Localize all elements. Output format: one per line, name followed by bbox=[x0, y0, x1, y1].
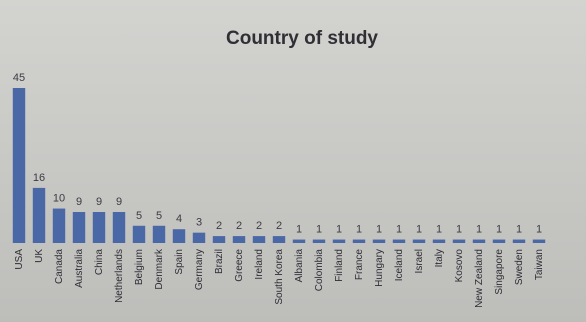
bar-netherlands bbox=[112, 212, 126, 243]
value-label: 2 bbox=[216, 220, 222, 232]
bar-brazil bbox=[212, 236, 226, 243]
bar-finland bbox=[332, 239, 346, 243]
bar-hungary bbox=[372, 239, 386, 243]
bar-ireland bbox=[252, 236, 266, 243]
value-label: 2 bbox=[276, 220, 282, 232]
value-label: 9 bbox=[76, 196, 82, 208]
bar-colombia bbox=[312, 239, 326, 243]
bar-sweden bbox=[512, 239, 526, 243]
bar-israel bbox=[412, 239, 426, 243]
chart-title: Country of study bbox=[226, 28, 378, 49]
category-label: Singapore bbox=[494, 249, 505, 295]
category-label: Colombia bbox=[314, 249, 325, 292]
bar-belgium bbox=[132, 225, 146, 243]
category-label: France bbox=[354, 249, 365, 281]
bar-albania bbox=[292, 239, 306, 243]
value-label: 3 bbox=[196, 217, 202, 229]
value-label: 1 bbox=[396, 224, 402, 236]
category-label: Australia bbox=[74, 249, 85, 288]
category-label: China bbox=[94, 249, 105, 276]
value-label: 9 bbox=[116, 196, 122, 208]
category-label: UK bbox=[34, 249, 45, 263]
category-label: Kosovo bbox=[454, 249, 465, 283]
value-label: 4 bbox=[176, 213, 182, 225]
category-label: Albania bbox=[294, 249, 305, 283]
category-label: New Zealand bbox=[474, 249, 485, 308]
value-label: 2 bbox=[256, 220, 262, 232]
category-labels-group: USA UK Canada Australia China Netherlands Belg… bbox=[14, 248, 545, 308]
value-label: 1 bbox=[436, 224, 442, 236]
value-label: 16 bbox=[33, 172, 45, 184]
value-label: 1 bbox=[516, 224, 522, 236]
value-label: 1 bbox=[536, 224, 542, 236]
category-label: Belgium bbox=[134, 249, 145, 285]
bar-germany bbox=[192, 232, 206, 243]
value-label: 1 bbox=[376, 224, 382, 236]
bar-france bbox=[352, 239, 366, 243]
bar-usa bbox=[12, 88, 26, 243]
category-label: Finland bbox=[334, 249, 345, 282]
category-label: Canada bbox=[54, 249, 65, 284]
category-label: Ireland bbox=[254, 249, 265, 280]
category-label: Netherlands bbox=[114, 249, 125, 303]
value-label: 45 bbox=[13, 72, 25, 84]
bar-iceland bbox=[392, 239, 406, 243]
category-label: Israel bbox=[414, 249, 425, 273]
bar-south-korea bbox=[272, 236, 286, 243]
value-label: 5 bbox=[156, 210, 162, 222]
bar-italy bbox=[432, 239, 446, 243]
value-label: 2 bbox=[236, 220, 242, 232]
value-label: 5 bbox=[136, 210, 142, 222]
value-label: 10 bbox=[53, 193, 65, 205]
value-label: 1 bbox=[456, 224, 462, 236]
category-label: Spain bbox=[174, 249, 185, 275]
value-labels-group: 45 16 10 9 9 9 5 5 4 3 2 2 2 2 1 1 1 1 1 1 1 1 1 1 1 1 1 bbox=[13, 72, 542, 236]
value-label: 1 bbox=[476, 224, 482, 236]
bar-spain bbox=[172, 229, 186, 243]
category-label: Italy bbox=[434, 249, 445, 267]
bar-kosovo bbox=[452, 239, 466, 243]
value-label: 1 bbox=[496, 224, 502, 236]
bar-taiwan bbox=[532, 239, 546, 243]
bar-uk bbox=[32, 187, 46, 243]
bar-singapore bbox=[492, 239, 506, 243]
bar-china bbox=[92, 212, 106, 243]
bar-canada bbox=[52, 208, 66, 243]
category-label: Germany bbox=[194, 249, 205, 290]
value-label: 9 bbox=[96, 196, 102, 208]
value-label: 1 bbox=[416, 224, 422, 236]
category-label: Hungary bbox=[374, 249, 385, 287]
value-label: 1 bbox=[316, 224, 322, 236]
value-label: 1 bbox=[336, 224, 342, 236]
category-label: Taiwan bbox=[534, 249, 545, 280]
category-label: USA bbox=[14, 249, 25, 270]
bar-new-zealand bbox=[472, 239, 486, 243]
category-label: South Korea bbox=[274, 249, 285, 305]
value-label: 1 bbox=[356, 224, 362, 236]
bars-group bbox=[12, 88, 546, 243]
bar-denmark bbox=[152, 225, 166, 243]
category-label: Sweden bbox=[514, 249, 525, 285]
bar-greece bbox=[232, 236, 246, 243]
bar-australia bbox=[72, 212, 86, 243]
category-label: Brazil bbox=[214, 249, 225, 274]
value-label: 1 bbox=[296, 224, 302, 236]
category-label: Denmark bbox=[154, 248, 165, 290]
category-label: Greece bbox=[234, 249, 245, 282]
category-label: Iceland bbox=[394, 249, 405, 281]
